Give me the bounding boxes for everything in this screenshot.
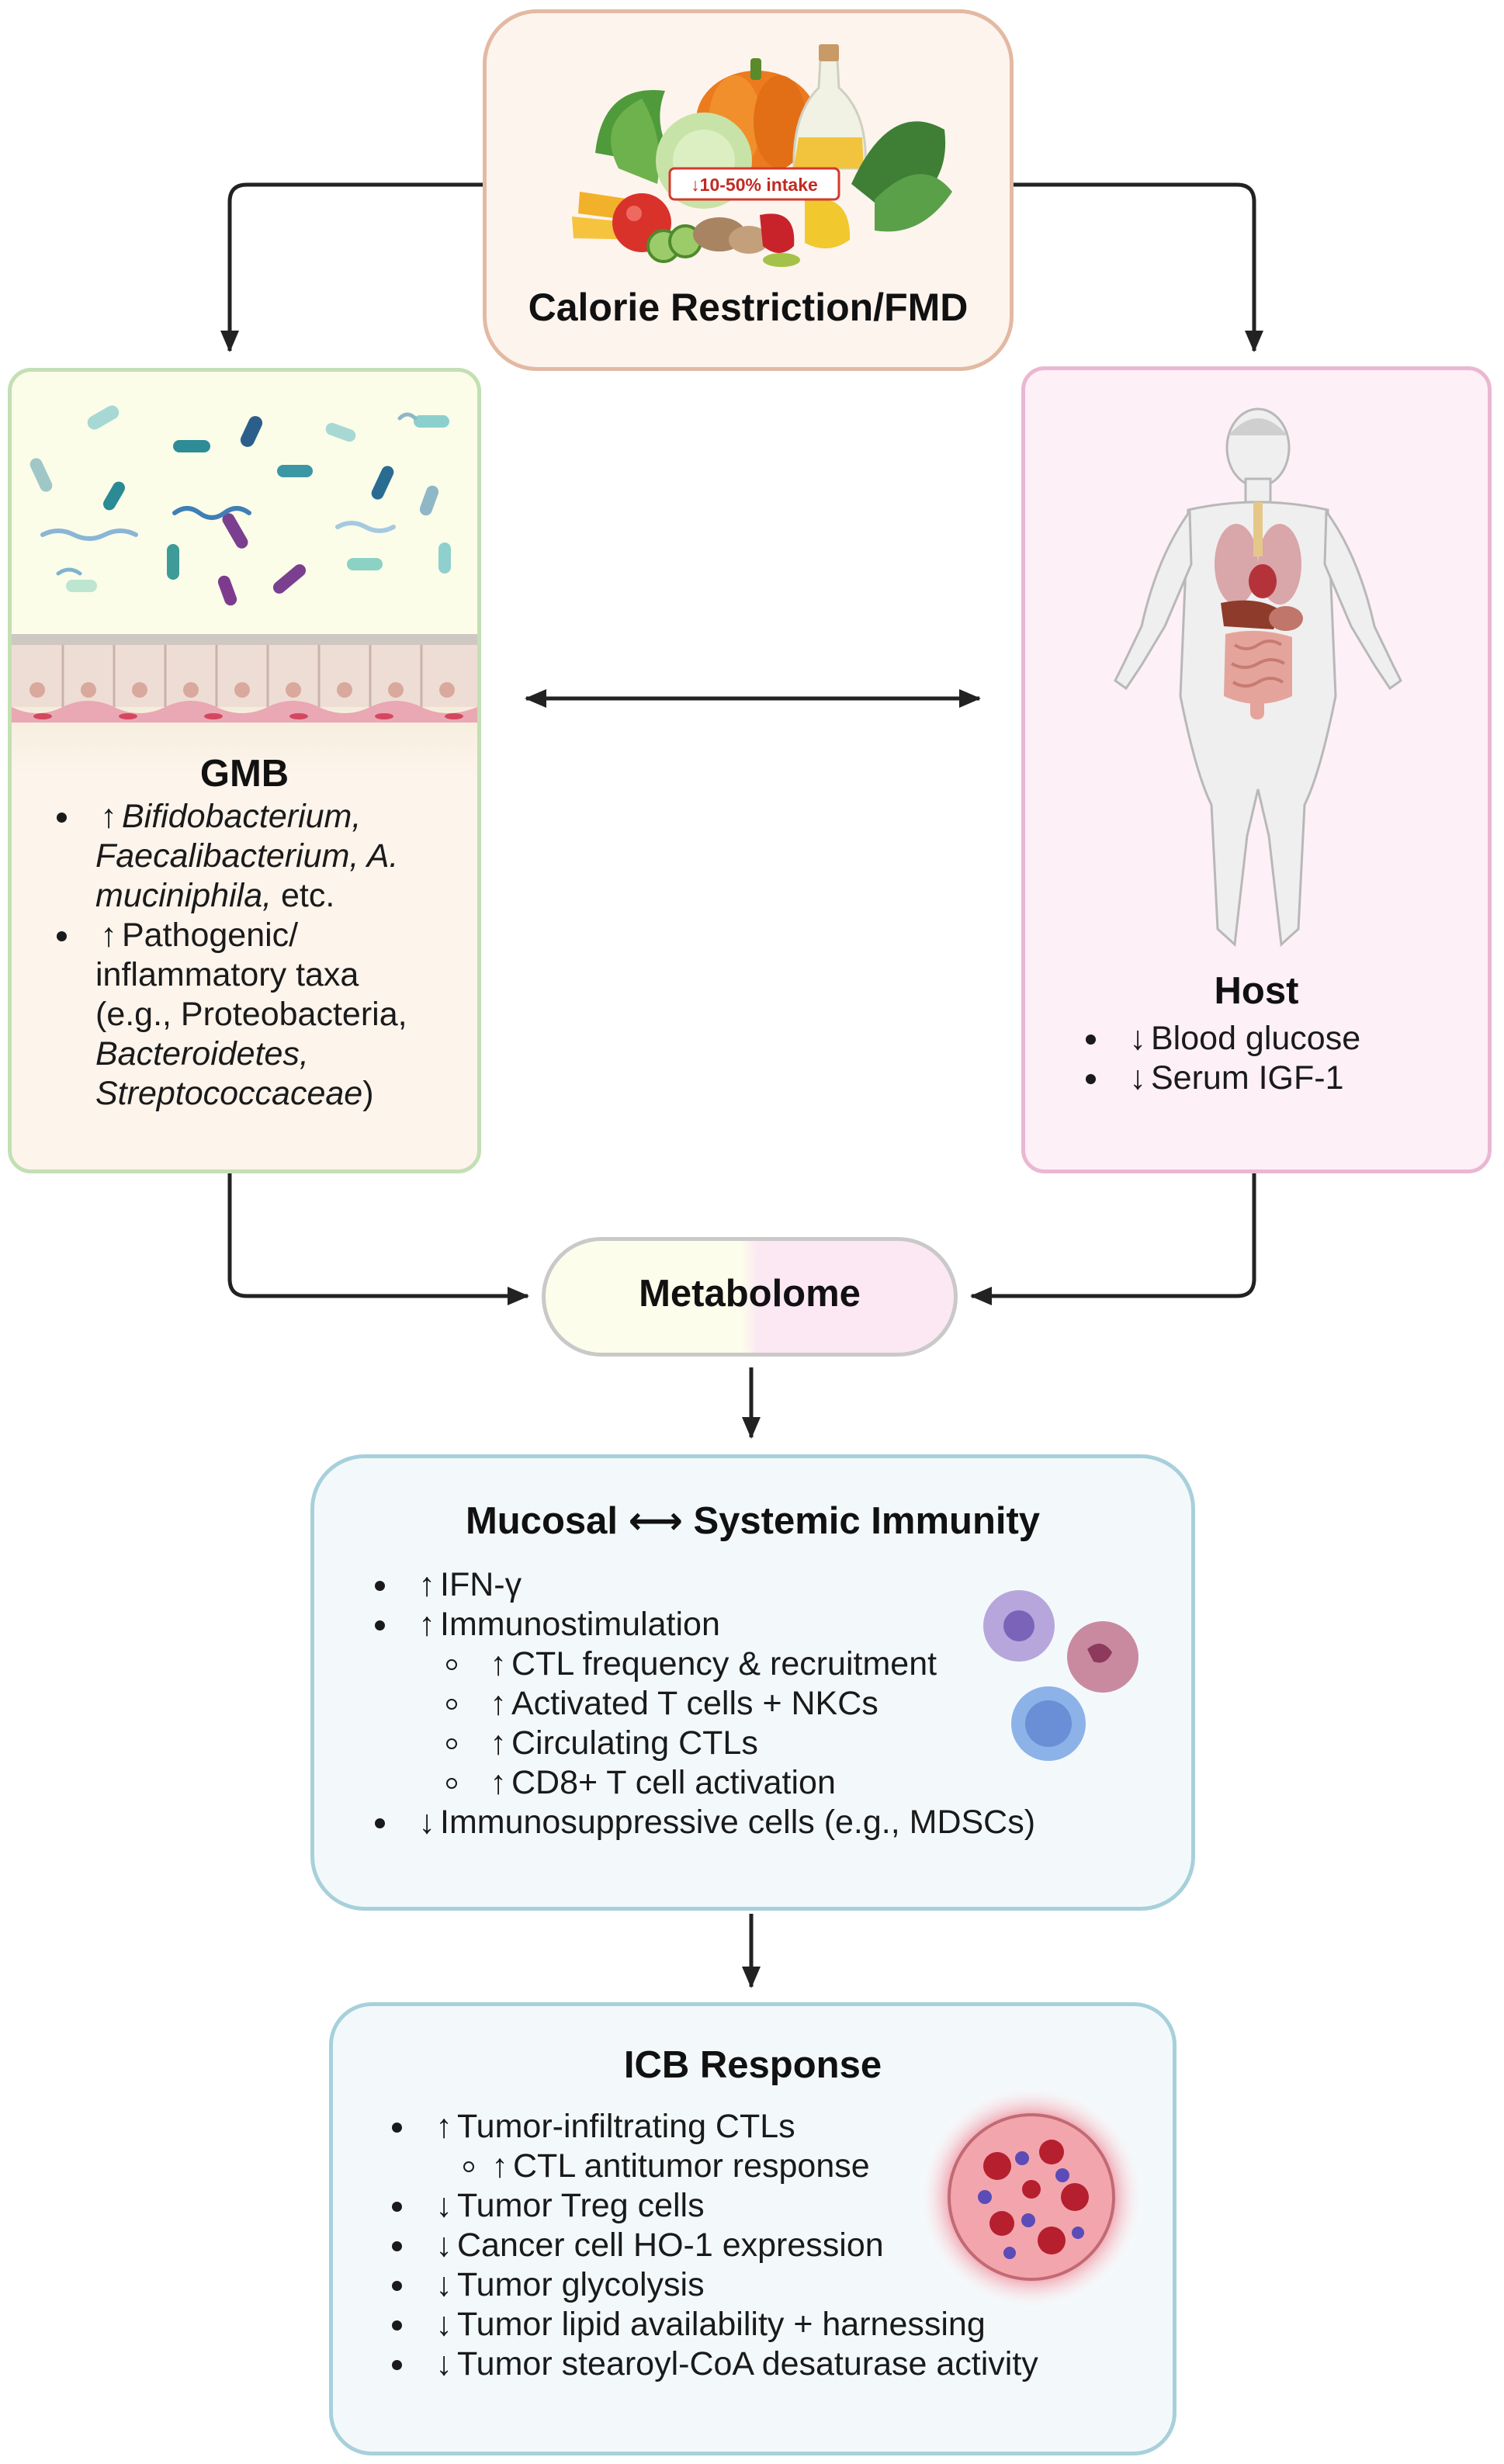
arrow-up-icon: ↑ <box>418 1606 435 1643</box>
arrow-down-icon: ↓ <box>418 1804 435 1841</box>
arrow-up-icon: ↑ <box>100 798 117 835</box>
arrow-up-icon: ↑ <box>490 1685 507 1722</box>
immune-cells-icon <box>983 1590 1138 1761</box>
list-item: ↓Tumor glycolysis <box>386 2265 1162 2305</box>
arrow-calorie-to-host <box>1014 182 1263 352</box>
immunity-title: Mucosal ⟷ Systemic Immunity <box>465 1500 1041 1542</box>
list-item: ↑Tumor-infiltrating CTLs <box>386 2107 1162 2147</box>
human-body-illustration <box>1114 407 1402 948</box>
list-subitem: ↑CTL frequency & recruitment <box>369 1644 1145 1684</box>
arrow-up-icon: ↑ <box>491 2147 508 2185</box>
food-illustration <box>572 44 952 267</box>
gmb-list: ↑Bifidobacterium, Faecalibacterium, A. m… <box>50 797 470 1114</box>
list-item: ↓Tumor stearoyl-CoA desaturase activity <box>386 2344 1162 2384</box>
list-item: ↑Bifidobacterium, Faecalibacterium, A. m… <box>50 797 470 916</box>
icb-response-box: ICB Response ↑Tumor-infiltrating CTLs ↑C… <box>329 2002 1177 2455</box>
gmb-box: GMB ↑Bifidobacterium, Faecalibacterium, … <box>8 368 481 1173</box>
tumor-icon <box>918 2084 1145 2310</box>
arrow-gmb-to-metabolome <box>227 1173 529 1305</box>
list-item: ↓Cancer cell HO-1 expression <box>386 2226 1162 2265</box>
arrow-down-icon: ↓ <box>435 2306 452 2343</box>
list-item: ↑IFN-γ <box>369 1565 1145 1605</box>
arrow-down-icon: ↓ <box>1129 1020 1146 1057</box>
arrow-up-icon: ↑ <box>435 2108 452 2145</box>
list-subitem: ↑CTL antitumor response <box>386 2147 1162 2186</box>
arrow-calorie-to-gmb <box>220 182 483 352</box>
calorie-restriction-title: Calorie Restriction/FMD <box>528 286 969 329</box>
arrow-down-icon: ↓ <box>435 2227 452 2264</box>
list-item: ↓Blood glucose <box>1079 1019 1483 1059</box>
gut-microbiota-illustration <box>12 405 477 723</box>
list-item: ↓Serum IGF-1 <box>1079 1059 1483 1098</box>
arrow-up-icon: ↑ <box>418 1566 435 1603</box>
list-item: ↓Tumor lipid availability + harnessing <box>386 2305 1162 2344</box>
immunity-box: Mucosal ⟷ Systemic Immunity ↑IFN-γ ↑Immu… <box>310 1454 1195 1911</box>
arrow-down-icon: ↓ <box>435 2345 452 2383</box>
list-item: ↓Tumor Treg cells <box>386 2186 1162 2226</box>
host-box: Host ↓Blood glucose ↓Serum IGF-1 <box>1021 366 1492 1173</box>
epithelium-layer <box>12 634 477 723</box>
list-item: ↓Immunosuppressive cells (e.g., MDSCs) <box>369 1803 1145 1842</box>
list-subitem: ↑CD8+ T cell activation <box>369 1763 1145 1803</box>
icb-title: ICB Response <box>623 2044 882 2086</box>
intake-reduction-tag: ↓10-50% intake <box>691 175 818 195</box>
arrow-down-icon: ↓ <box>1129 1059 1146 1097</box>
list-item: ↑Pathogenic/ inflammatory taxa (e.g., Pr… <box>50 916 470 1114</box>
arrow-up-icon: ↑ <box>490 1724 507 1762</box>
list-subitem: ↑Activated T cells + NKCs <box>369 1684 1145 1724</box>
host-title: Host <box>1214 970 1299 1012</box>
arrow-up-icon: ↑ <box>490 1764 507 1801</box>
icb-list: ↑Tumor-infiltrating CTLs ↑CTL antitumor … <box>386 2107 1162 2384</box>
arrow-up-icon: ↑ <box>490 1645 507 1683</box>
list-item: ↑Immunostimulation <box>369 1605 1145 1644</box>
host-list: ↓Blood glucose ↓Serum IGF-1 <box>1079 1019 1483 1098</box>
arrow-down-icon: ↓ <box>435 2187 452 2224</box>
calorie-restriction-box: ↓10-50% intake Calorie Restriction/FMD <box>483 9 1014 371</box>
arrow-down-icon: ↓ <box>435 2266 452 2303</box>
list-subitem: ↑Circulating CTLs <box>369 1724 1145 1763</box>
arrow-up-icon: ↑ <box>100 917 117 954</box>
metabolome-box: Metabolome <box>542 1237 958 1357</box>
immunity-list: ↑IFN-γ ↑Immunostimulation ↑CTL frequency… <box>369 1565 1145 1842</box>
metabolome-title: Metabolome <box>639 1273 861 1315</box>
arrow-host-to-metabolome <box>970 1173 1256 1305</box>
gmb-title: GMB <box>199 753 289 795</box>
